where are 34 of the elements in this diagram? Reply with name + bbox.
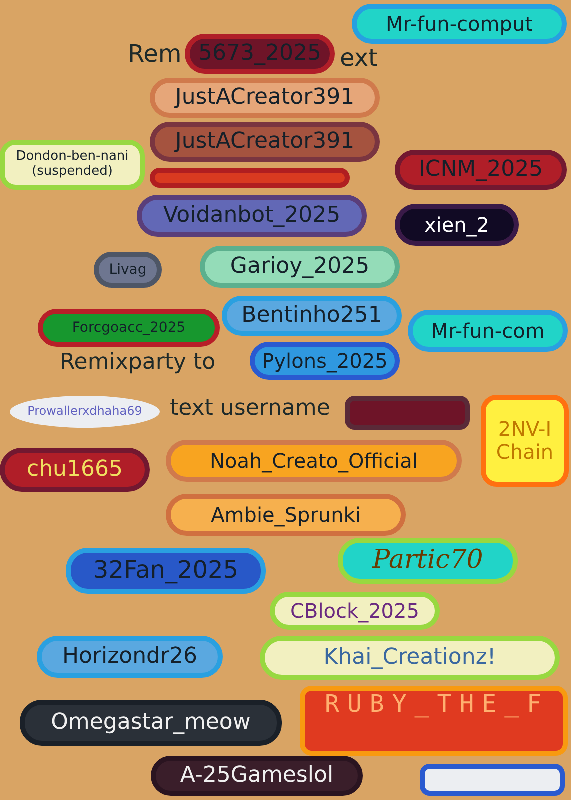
name-badge: Mr-fun-comput bbox=[352, 4, 567, 44]
name-badge: Forcgoacc_2025 bbox=[38, 309, 220, 347]
name-badge: ICNM_2025 bbox=[395, 150, 567, 190]
name-badge: Noah_Creato_Official bbox=[166, 440, 462, 482]
name-tag: Prowallerxdhaha69 bbox=[10, 396, 160, 428]
name-badge: 32Fan_2025 bbox=[66, 548, 266, 594]
name-badge: A-25Gameslol bbox=[151, 756, 363, 796]
name-badge: Mr-fun-com bbox=[408, 310, 568, 352]
name-badge: Pylons_2025 bbox=[250, 342, 400, 380]
name-badge: Voidanbot_2025 bbox=[137, 195, 367, 237]
overlay-text: Rem bbox=[128, 40, 182, 68]
name-card: RUBY_THE_F bbox=[300, 686, 568, 756]
name-badge: Partic70 bbox=[338, 538, 518, 584]
overlay-text: ext bbox=[340, 44, 378, 72]
name-badge: Omegastar_meow bbox=[20, 700, 282, 746]
blank-badge bbox=[420, 764, 565, 796]
name-badge: Livag bbox=[94, 252, 162, 288]
blank-badge bbox=[150, 168, 350, 188]
overlay-text: Remixparty to bbox=[60, 350, 216, 375]
name-badge: Khai_Creationz! bbox=[260, 636, 560, 680]
name-badge: Bentinho251 bbox=[222, 296, 402, 336]
name-badge: 5673_2025 bbox=[185, 34, 335, 74]
name-badge: Ambie_Sprunki bbox=[166, 494, 406, 536]
name-badge: JustACreator391 bbox=[150, 78, 380, 118]
name-badge: chu1665 bbox=[0, 448, 150, 492]
name-badge: Garioy_2025 bbox=[200, 246, 400, 288]
blank-badge bbox=[345, 396, 470, 430]
name-badge: xien_2 bbox=[395, 204, 519, 246]
name-badge: Horizondr26 bbox=[37, 636, 223, 678]
overlay-text: text username bbox=[170, 396, 330, 421]
name-badge: Dondon-ben-nani (suspended) bbox=[0, 140, 145, 190]
name-badge: JustACreator391 bbox=[150, 122, 380, 162]
name-badge: 2NV-I Chain bbox=[481, 395, 569, 487]
name-badge: CBlock_2025 bbox=[270, 592, 440, 630]
